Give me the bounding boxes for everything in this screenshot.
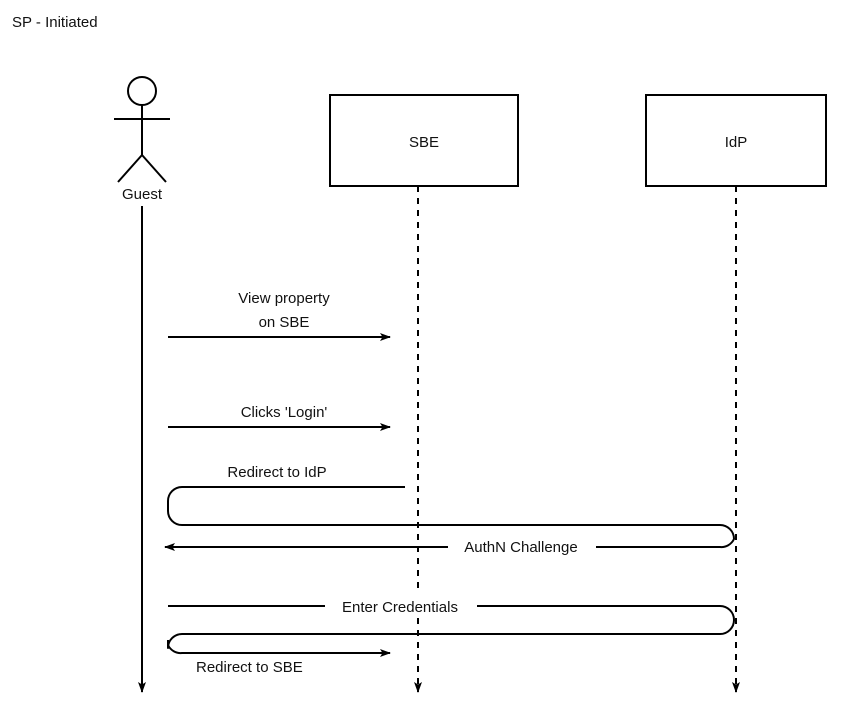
page-title: SP - Initiated <box>12 14 98 31</box>
message-redirect-to-sbe[interactable]: Redirect to SBE <box>167 640 391 676</box>
actor-legs-icon <box>117 154 167 183</box>
message-label-view-property-line1: View property <box>238 290 330 307</box>
actor-guest[interactable]: Guest <box>114 76 170 203</box>
participant-rect-idp <box>645 94 827 187</box>
message-label-redirect-to-idp: Redirect to IdP <box>227 464 326 481</box>
participant-label-idp: IdP <box>725 134 748 151</box>
message-view-property[interactable]: View property on SBE <box>168 290 391 341</box>
message-enter-credentials[interactable]: Enter Credentials <box>167 594 735 649</box>
participant-box-idp[interactable]: IdP <box>645 94 827 187</box>
actor-head-icon <box>127 76 157 106</box>
message-label-backdrop-enter-credentials <box>325 594 477 616</box>
message-label-clicks-login: Clicks 'Login' <box>241 404 328 421</box>
actor-label-guest: Guest <box>122 186 163 203</box>
message-label-redirect-to-sbe: Redirect to SBE <box>196 659 303 676</box>
message-arrow-redirect-to-sbe <box>167 640 391 657</box>
message-clicks-login[interactable]: Clicks 'Login' <box>168 404 391 431</box>
message-authn-challenge[interactable]: AuthN Challenge <box>164 524 735 556</box>
message-label-backdrop-authn <box>448 534 596 556</box>
message-redirect-to-idp[interactable]: Redirect to IdP <box>167 464 720 526</box>
message-label-view-property-line2: on SBE <box>259 314 310 331</box>
message-path-enter-credentials <box>167 605 735 649</box>
message-path-authn-challenge <box>164 524 735 551</box>
message-label-authn-challenge: AuthN Challenge <box>464 539 577 556</box>
message-path-redirect-to-idp <box>167 486 720 526</box>
participant-box-sbe[interactable]: SBE <box>329 94 519 187</box>
participant-rect-sbe <box>329 94 519 187</box>
participant-label-sbe: SBE <box>409 134 439 151</box>
message-label-enter-credentials: Enter Credentials <box>342 599 458 616</box>
